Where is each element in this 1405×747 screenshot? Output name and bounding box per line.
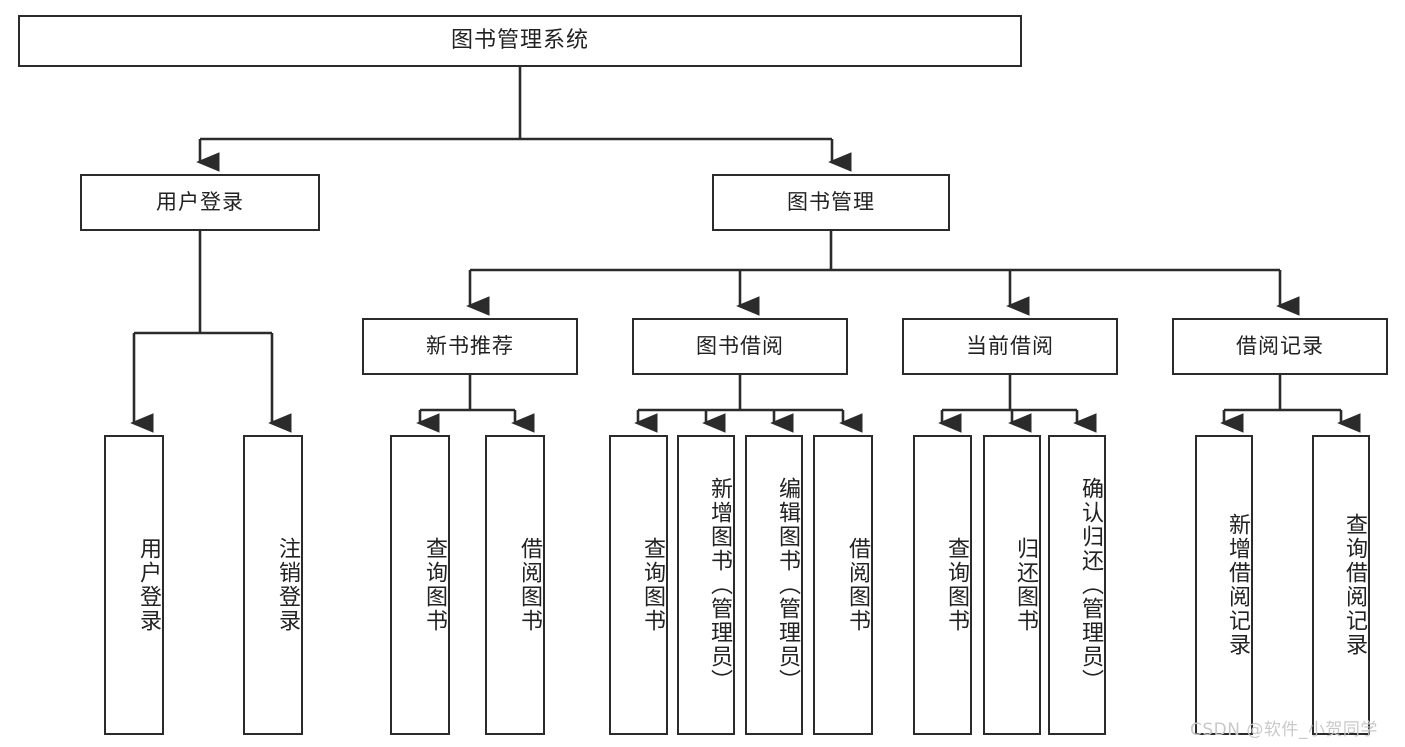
leaf-logout[interactable]: 注销登录 (243, 435, 303, 735)
node-user-login[interactable]: 用户登录 (80, 174, 320, 231)
leaf-query-borrow-record[interactable]: 查询借阅记录 (1312, 435, 1370, 735)
leaf-edit-book-admin[interactable]: 编辑图书（管理员） (745, 435, 803, 735)
leaf-borrow-book[interactable]: 借阅图书 (813, 435, 873, 735)
node-new-book-recommend[interactable]: 新书推荐 (362, 318, 578, 375)
leaf-add-book-admin[interactable]: 新增图书（管理员） (677, 435, 735, 735)
leaf-return-book[interactable]: 归还图书 (983, 435, 1041, 735)
node-book-borrow[interactable]: 图书借阅 (632, 318, 848, 375)
node-current-borrow[interactable]: 当前借阅 (902, 318, 1118, 375)
leaf-user-login[interactable]: 用户登录 (104, 435, 164, 735)
csdn-watermark: CSDN @软件_小贺同学 (1190, 720, 1378, 740)
node-book-management[interactable]: 图书管理 (712, 174, 950, 231)
leaf-add-borrow-record[interactable]: 新增借阅记录 (1195, 435, 1253, 735)
node-root[interactable]: 图书管理系统 (18, 15, 1022, 67)
leaf-query-book-borrow[interactable]: 查询图书 (609, 435, 668, 735)
leaf-query-book-current[interactable]: 查询图书 (913, 435, 972, 735)
leaf-borrow-book-recommend[interactable]: 借阅图书 (485, 435, 545, 735)
leaf-confirm-return-admin[interactable]: 确认归还（管理员） (1048, 435, 1106, 735)
node-borrow-records[interactable]: 借阅记录 (1172, 318, 1388, 375)
leaf-query-book-recommend[interactable]: 查询图书 (390, 435, 450, 735)
